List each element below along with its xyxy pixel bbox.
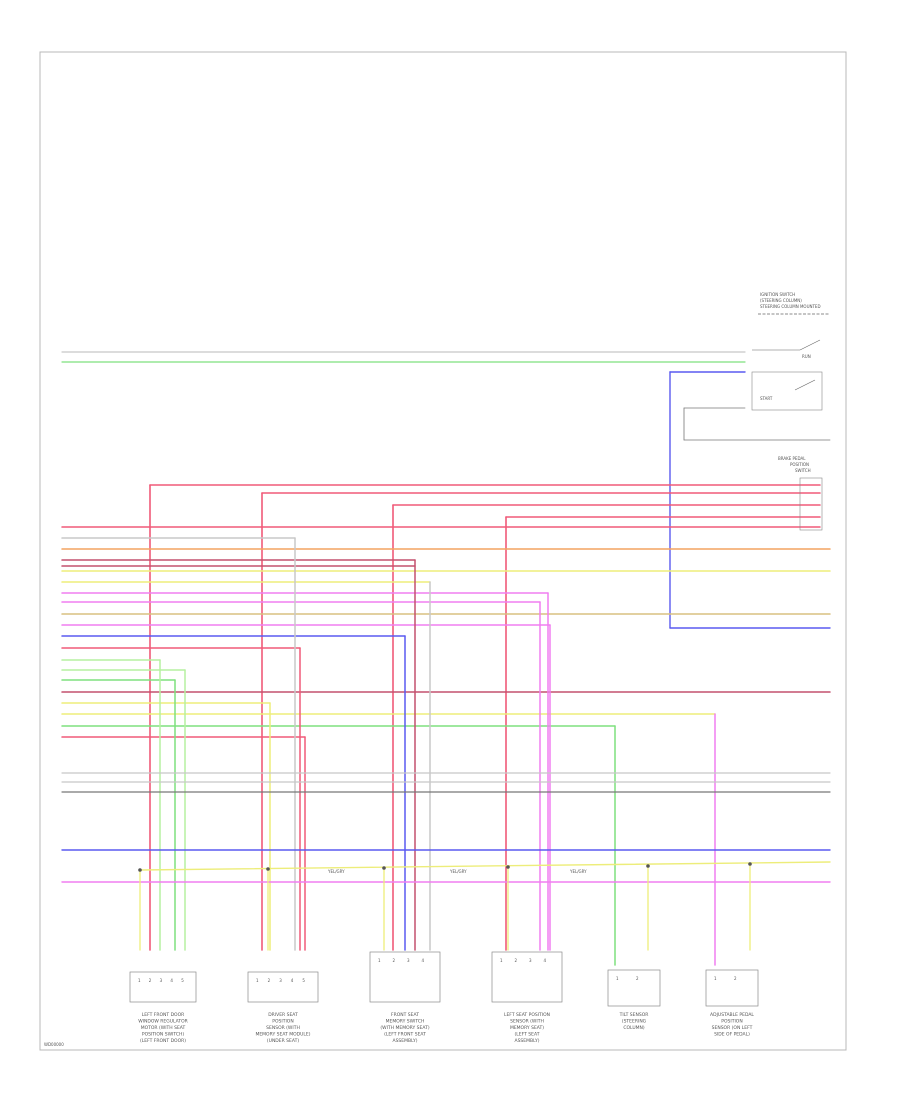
connector-pin-label: 2 — [515, 958, 518, 963]
component-caption: ASSEMBLY) — [514, 1038, 539, 1044]
connector-pin-label: 4 — [170, 978, 173, 983]
component-caption: (UNDER SEAT) — [267, 1038, 299, 1044]
connector-pin-label: 3 — [407, 958, 410, 963]
component-caption: SENSOR (ON LEFT — [712, 1025, 753, 1031]
component-caption: (LEFT FRONT SEAT — [384, 1032, 426, 1038]
component-caption: MEMORY SWITCH — [386, 1019, 425, 1025]
splice-dot — [382, 866, 386, 870]
pedal-switch-label-2: POSITION — [790, 462, 809, 467]
switch-start-contact — [794, 379, 816, 391]
component-caption: ASSEMBLY) — [392, 1038, 417, 1044]
ignition-switch-label-3: STEERING COLUMN MOUNTED — [760, 304, 821, 309]
ignition-switch-label-2: (STEERING COLUMN) — [760, 298, 802, 303]
component-caption: LEFT SEAT POSITION — [504, 1012, 550, 1018]
diagram-frame — [39, 51, 847, 1051]
component-caption: (WITH MEMORY SEAT) — [380, 1025, 429, 1031]
connector-pin-label: 3 — [279, 978, 282, 983]
diagram-footer-code: WD00000 — [44, 1042, 64, 1047]
component-caption: TILT SENSOR — [619, 1012, 649, 1018]
component-caption: SIDE OF PEDAL) — [714, 1032, 750, 1038]
connector-pin-label: 3 — [529, 958, 532, 963]
connector-pin-label: 2 — [734, 976, 737, 981]
component-caption: POSITION — [272, 1019, 293, 1025]
yellow-bus-label: YEL/GRY — [327, 869, 345, 874]
component-box — [607, 969, 661, 1007]
component-caption: WINDOW REGULATOR — [138, 1019, 188, 1025]
connector-pin-label: 3 — [160, 978, 163, 983]
splice-dot — [748, 862, 752, 866]
component-caption: DRIVER SEAT — [268, 1012, 298, 1018]
connector-pin-label: 2 — [636, 976, 639, 981]
component-caption: SENSOR (WITH — [510, 1019, 544, 1025]
component-box — [705, 969, 759, 1007]
connector-pin-label: 1 — [714, 976, 717, 981]
ignition-switch: IGNITION SWITCH (STEERING COLUMN) STEERI… — [751, 292, 830, 411]
connector-pin-label: 4 — [544, 958, 547, 963]
splice-dot — [506, 865, 510, 869]
component-caption: MEMORY SEAT MODULE) — [255, 1032, 310, 1038]
splice-dot — [138, 868, 142, 872]
component-box — [369, 951, 441, 1003]
connector-pin-label: 1 — [616, 976, 619, 981]
component-box — [491, 951, 563, 1003]
component-caption: (LEFT FRONT DOOR) — [140, 1038, 186, 1044]
pedal-switch-label-1: BRAKE PEDAL — [778, 456, 806, 461]
switch-run-contact — [799, 339, 821, 351]
component-caption: LEFT FRONT DOOR — [142, 1012, 185, 1018]
connector-pin-label: 5 — [181, 978, 184, 983]
connector-pin-label: 4 — [291, 978, 294, 983]
component-caption: MOTOR (WITH SEAT — [141, 1025, 186, 1031]
component-box — [129, 971, 197, 1003]
switch-start-label: START — [760, 396, 773, 401]
pedal-switch-box — [799, 477, 823, 531]
connector-pin-label: 2 — [268, 978, 271, 983]
wire-yellow-bus — [139, 861, 831, 871]
component-caption: (LEFT SEAT — [515, 1032, 540, 1038]
component-caption: MEMORY SEAT) — [510, 1025, 544, 1031]
wire-layer — [61, 351, 831, 966]
brake-pedal-switch: BRAKE PEDAL POSITION SWITCH — [778, 456, 823, 531]
component-caption: SENSOR (WITH — [266, 1025, 300, 1031]
connector-pin-label: 5 — [302, 978, 305, 983]
connector-pin-label: 1 — [500, 958, 503, 963]
connector-pin-label: 1 — [256, 978, 259, 983]
component-caption: COLUMN) — [623, 1025, 645, 1031]
switch-run-label: RUN — [802, 354, 811, 359]
component-caption: POSITION SWITCH) — [142, 1032, 184, 1038]
connector-pin-label: 1 — [138, 978, 141, 983]
switch-start-box — [751, 371, 823, 411]
component-caption: FRONT SEAT — [391, 1012, 419, 1018]
yellow-bus-label: YEL/GRY — [449, 869, 467, 874]
connector-pin-label: 1 — [378, 958, 381, 963]
connector-pin-label: 2 — [393, 958, 396, 963]
connector-pin-label: 2 — [149, 978, 152, 983]
component-box — [247, 971, 319, 1003]
component-caption: POSITION — [721, 1019, 742, 1025]
component-caption: ADJUSTABLE PEDAL — [710, 1012, 754, 1018]
ignition-switch-label-1: IGNITION SWITCH — [760, 292, 795, 297]
splice-dot — [646, 864, 650, 868]
splice-dot — [266, 867, 270, 871]
component-caption: (STEERING — [622, 1019, 647, 1025]
yellow-bus-label: YEL/GRY — [569, 869, 587, 874]
connector-pin-label: 4 — [422, 958, 425, 963]
pedal-switch-label-3: SWITCH — [795, 468, 811, 473]
